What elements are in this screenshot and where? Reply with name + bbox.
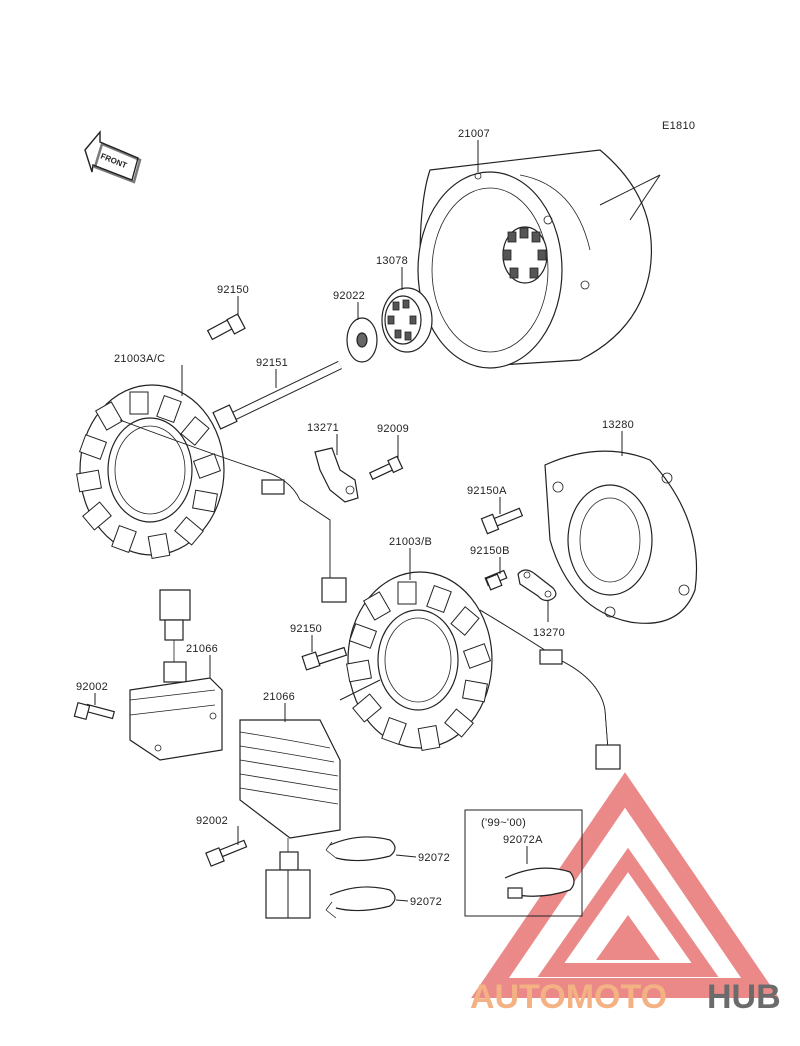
label-13270: 13270 — [533, 627, 565, 639]
band-upper — [325, 836, 396, 862]
watermark-part1: AUTOMOTO — [470, 978, 667, 1016]
label-13280: 13280 — [602, 419, 634, 431]
label-21066-upper: 21066 — [186, 643, 218, 655]
bolt-92151 — [212, 360, 342, 430]
label-92150b: 92150B — [470, 545, 510, 557]
regulator-upper — [129, 589, 223, 761]
cover-13280 — [544, 450, 698, 624]
label-21003ac: 21003A/C — [114, 353, 165, 365]
regulator-lower — [239, 719, 341, 919]
bracket-13271 — [314, 447, 359, 503]
label-92150-upper: 92150 — [217, 284, 249, 296]
washer — [346, 317, 378, 363]
front-arrow-icon: FRONT — [84, 130, 142, 184]
label-21066-lower: 21066 — [263, 691, 295, 703]
inset-years: ('99~'00) — [481, 817, 526, 829]
label-13078: 13078 — [376, 255, 408, 267]
label-92002-upper: 92002 — [76, 681, 108, 693]
bolt-92150a — [480, 507, 524, 535]
bolt-92002-upper — [73, 701, 116, 721]
bolt-92150b — [484, 569, 508, 591]
bolt-92150-lower — [301, 646, 348, 671]
flywheel — [417, 149, 661, 369]
starter-gear — [381, 287, 433, 353]
label-21007: 21007 — [458, 128, 490, 140]
screw-92009 — [368, 455, 404, 481]
label-92002-lower: 92002 — [196, 815, 228, 827]
automotohub-watermark: AUTOMOTO HUB — [470, 978, 781, 1016]
label-92150a: 92150A — [467, 485, 507, 497]
diagram-code: E1810 — [662, 120, 695, 132]
watermark-part2: HUB — [707, 978, 781, 1016]
label-21003b: 21003/B — [389, 536, 432, 548]
label-92150-lower: 92150 — [290, 623, 322, 635]
label-92151: 92151 — [256, 357, 288, 369]
label-92072-upper: 92072 — [418, 852, 450, 864]
label-92022: 92022 — [333, 290, 365, 302]
inset-box: ('99~'00) 92072A — [464, 809, 583, 917]
stator-b — [339, 571, 621, 770]
label-92072a: 92072A — [503, 834, 543, 846]
bolt-92150 — [206, 313, 246, 341]
label-92072-lower: 92072 — [410, 896, 442, 908]
band-lower — [325, 886, 396, 919]
label-13271: 13271 — [307, 422, 339, 434]
stator-ac — [76, 384, 347, 603]
bolt-92002-lower — [205, 839, 248, 867]
plate-13270 — [517, 569, 557, 602]
label-92009: 92009 — [377, 423, 409, 435]
